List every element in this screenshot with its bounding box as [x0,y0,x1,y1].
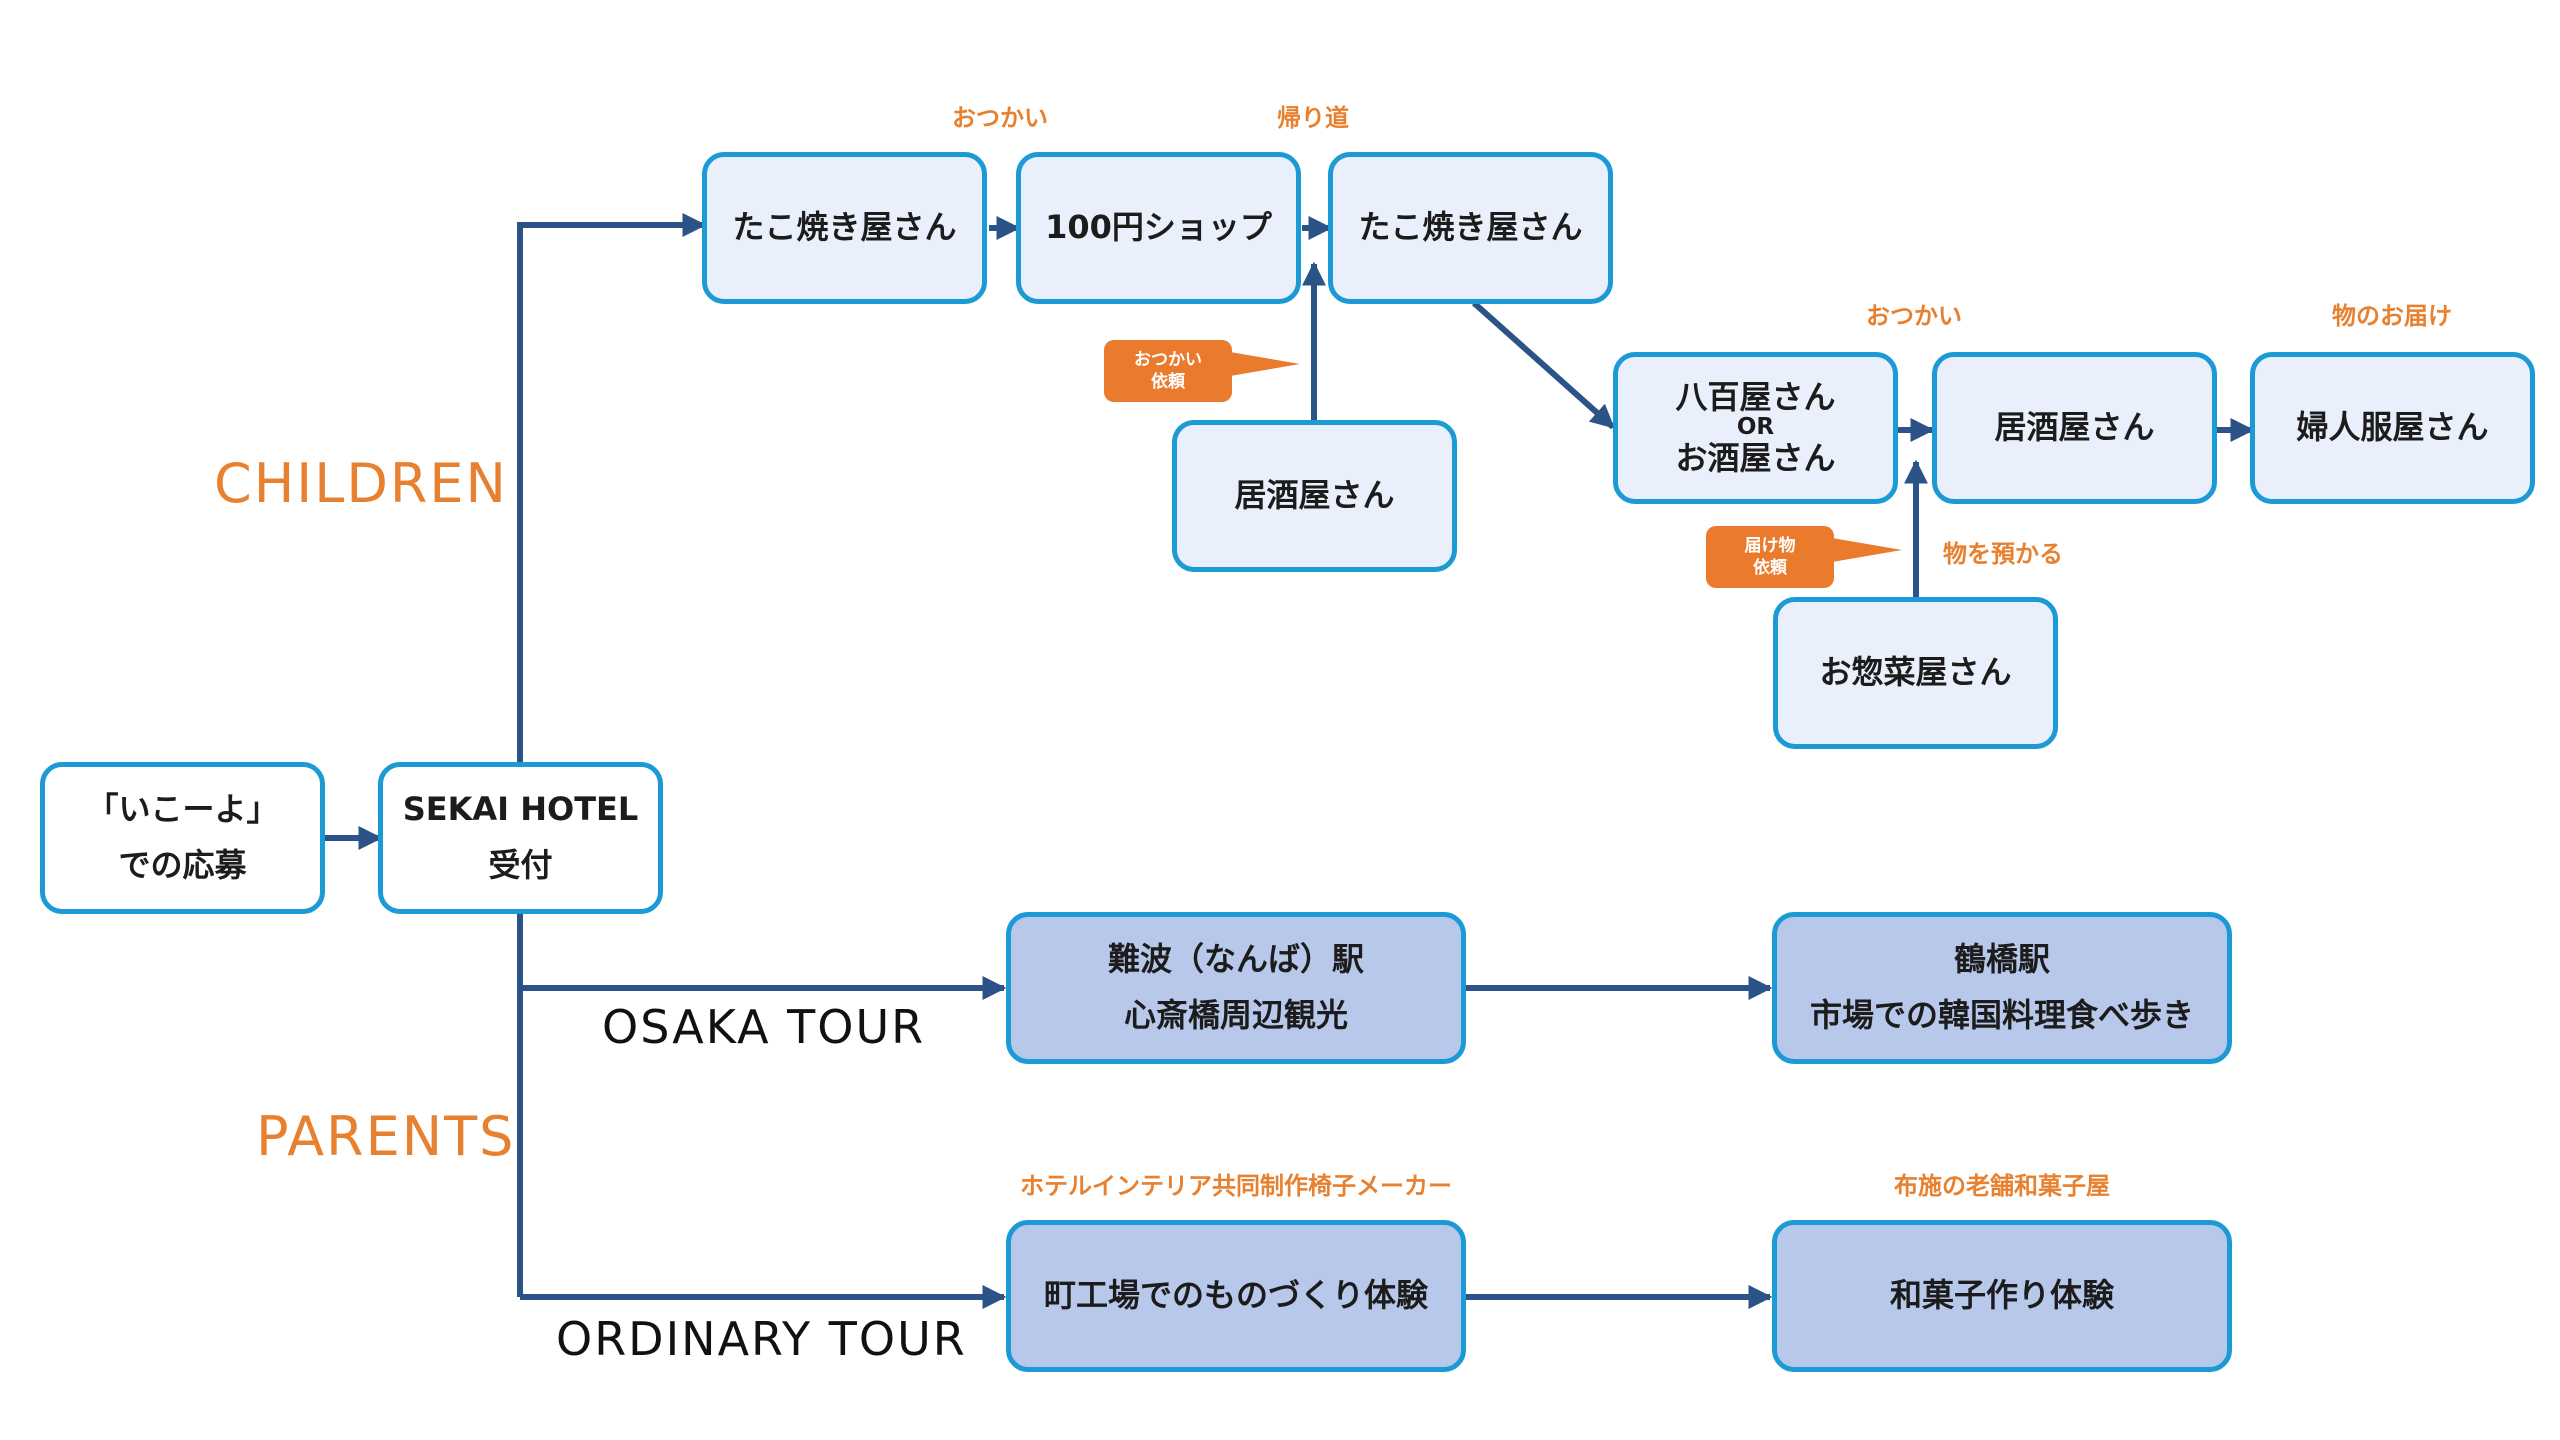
tour-ordinary-label: ORDINARY TOUR [556,1312,967,1366]
node-yaoya-line1: 八百屋さん [1675,377,1836,416]
node-takoyaki-2: たこ焼き屋さん [1328,152,1613,304]
node-apply-line1: 「いこーよ」 [86,790,279,829]
callout-todoke-irai-line1: 届け物 [1744,535,1796,556]
node-apply: 「いこーよ」 での応募 [40,762,325,914]
node-hotel-line1: SEKAI HOTEL [402,790,639,829]
node-machikoba: 町工場でのものづくり体験 [1006,1220,1466,1372]
node-machikoba-label: 町工場でのものづくり体験 [1043,1276,1428,1315]
section-parents: PARENTS [256,1105,516,1168]
caption-todoke: 物のお届け [2332,302,2452,330]
node-wagashi: 和菓子作り体験 [1772,1220,2232,1372]
node-tsuruhashi: 鶴橋駅 市場での韓国料理食べ歩き [1772,912,2232,1064]
node-takoyaki-2-label: たこ焼き屋さん [1358,208,1583,247]
caption-kaerimichi: 帰り道 [1277,104,1349,132]
section-children: CHILDREN [214,452,508,515]
callout-otsukai-irai-line2: 依頼 [1151,372,1185,392]
node-fujinfuku-label: 婦人服屋さん [2296,408,2489,447]
node-takoyaki-1: たこ焼き屋さん [702,152,987,304]
node-namba-line1: 難波（なんば）駅 [1107,940,1364,979]
node-yaoya-or-sakaya: 八百屋さん OR お酒屋さん [1613,352,1898,504]
arrow-tako2-to-yaoya [1472,300,1615,430]
node-namba: 難波（なんば）駅 心斎橋周辺観光 [1006,912,1466,1064]
node-izakaya-2: 居酒屋さん [1932,352,2217,504]
node-izakaya-2-label: 居酒屋さん [1994,408,2155,447]
node-yaoya-or: OR [1736,414,1775,441]
node-sozai-label: お惣菜屋さん [1819,653,2012,692]
node-takoyaki-1-label: たこ焼き屋さん [732,208,957,247]
node-hotel: SEKAI HOTEL 受付 [378,762,663,914]
node-apply-line2: での応募 [118,846,247,884]
callout-otsukai-irai-line1: おつかい [1134,349,1202,370]
node-tsuruhashi-line2: 市場での韓国料理食べ歩き [1809,996,2194,1034]
arrow-hotel-to-children [517,213,707,762]
node-izakaya-1-label: 居酒屋さん [1234,476,1395,515]
tour-osaka-label: OSAKA TOUR [602,1000,926,1054]
callout-otsukai-irai: おつかい 依頼 [1104,340,1300,402]
node-100yen-shop: 100円ショップ [1016,152,1301,304]
node-fujinfuku: 婦人服屋さん [2250,352,2535,504]
callout-todoke-irai: 届け物 依頼 [1706,526,1902,588]
node-tsuruhashi-line1: 鶴橋駅 [1953,940,2050,979]
caption-azukaru: 物を預かる [1943,540,2063,568]
node-izakaya-1: 居酒屋さん [1172,420,1457,572]
node-100yen-shop-label: 100円ショップ [1045,208,1272,247]
node-sozai: お惣菜屋さん [1773,597,2058,749]
node-wagashi-label: 和菓子作り体験 [1889,1276,2114,1315]
caption-hotel-maker: ホテルインテリア共同制作椅子メーカー [1020,1172,1452,1200]
callout-todoke-irai-line2: 依頼 [1753,558,1787,578]
node-hotel-line2: 受付 [488,846,553,884]
caption-fuse: 布施の老舗和菓子屋 [1894,1172,2110,1200]
caption-otsukai-2: おつかい [1866,302,1962,330]
node-namba-line2: 心斎橋周辺観光 [1123,996,1348,1034]
caption-otsukai-1: おつかい [952,104,1048,132]
node-yaoya-line2: お酒屋さん [1675,438,1836,477]
